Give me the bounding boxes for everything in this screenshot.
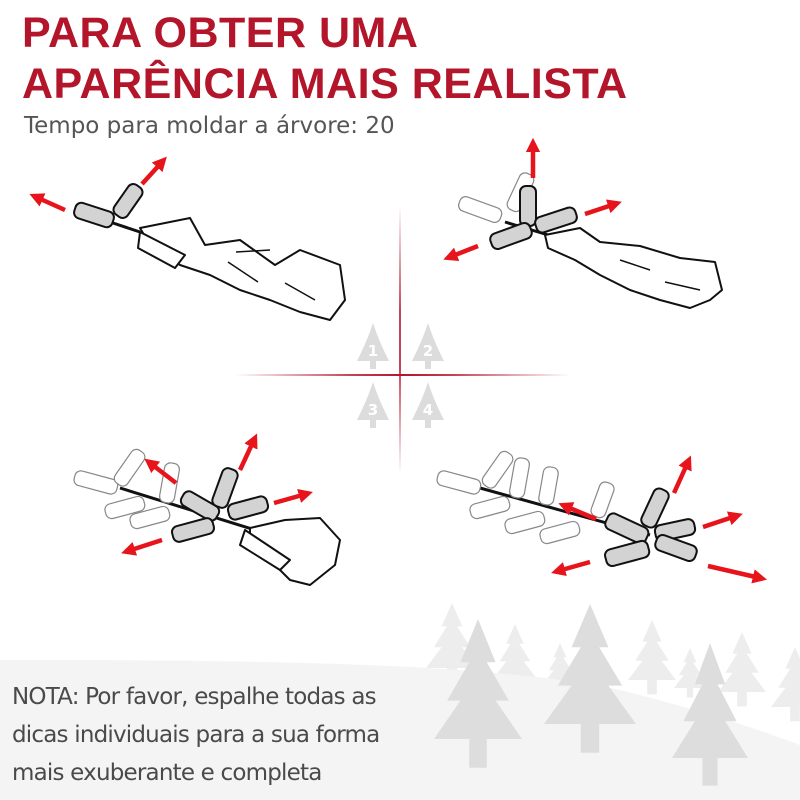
page-title: PARA OBTER UMA APARÊNCIA MAIS REALISTA [22, 8, 628, 110]
svg-text:2: 2 [423, 342, 433, 360]
note-text: NOTA: Por favor, espalhe todas as dicas … [12, 678, 452, 792]
note-line-3: mais exuberante e completa [12, 760, 322, 786]
note-line-2: dicas individuais para a sua forma [12, 722, 380, 748]
note-line-1: NOTA: Por favor, espalhe todas as [12, 684, 377, 710]
step-icon-1: 1 [357, 323, 389, 369]
subtitle: Tempo para moldar a árvore: 20 [24, 113, 395, 139]
branch-step-2 [458, 172, 723, 309]
branch-step-1 [73, 183, 346, 321]
quadrant-divider [235, 205, 570, 475]
direction-arrows-step-2 [443, 137, 622, 262]
step-icon-4: 4 [412, 382, 444, 428]
title-line-2: APARÊNCIA MAIS REALISTA [22, 60, 628, 108]
direction-arrows-step-1 [29, 156, 167, 213]
svg-text:3: 3 [368, 401, 378, 419]
svg-text:1: 1 [368, 342, 378, 360]
title-line-1: PARA OBTER UMA [22, 9, 419, 57]
winter-forest-decoration [0, 603, 800, 800]
svg-text:4: 4 [423, 401, 433, 419]
branch-step-4 [436, 450, 698, 568]
branch-step-3 [73, 448, 341, 586]
direction-arrows-step-3 [121, 433, 313, 556]
step-icon-2: 2 [412, 323, 444, 369]
direction-arrows-step-4 [551, 455, 768, 584]
step-icon-3: 3 [357, 382, 389, 428]
